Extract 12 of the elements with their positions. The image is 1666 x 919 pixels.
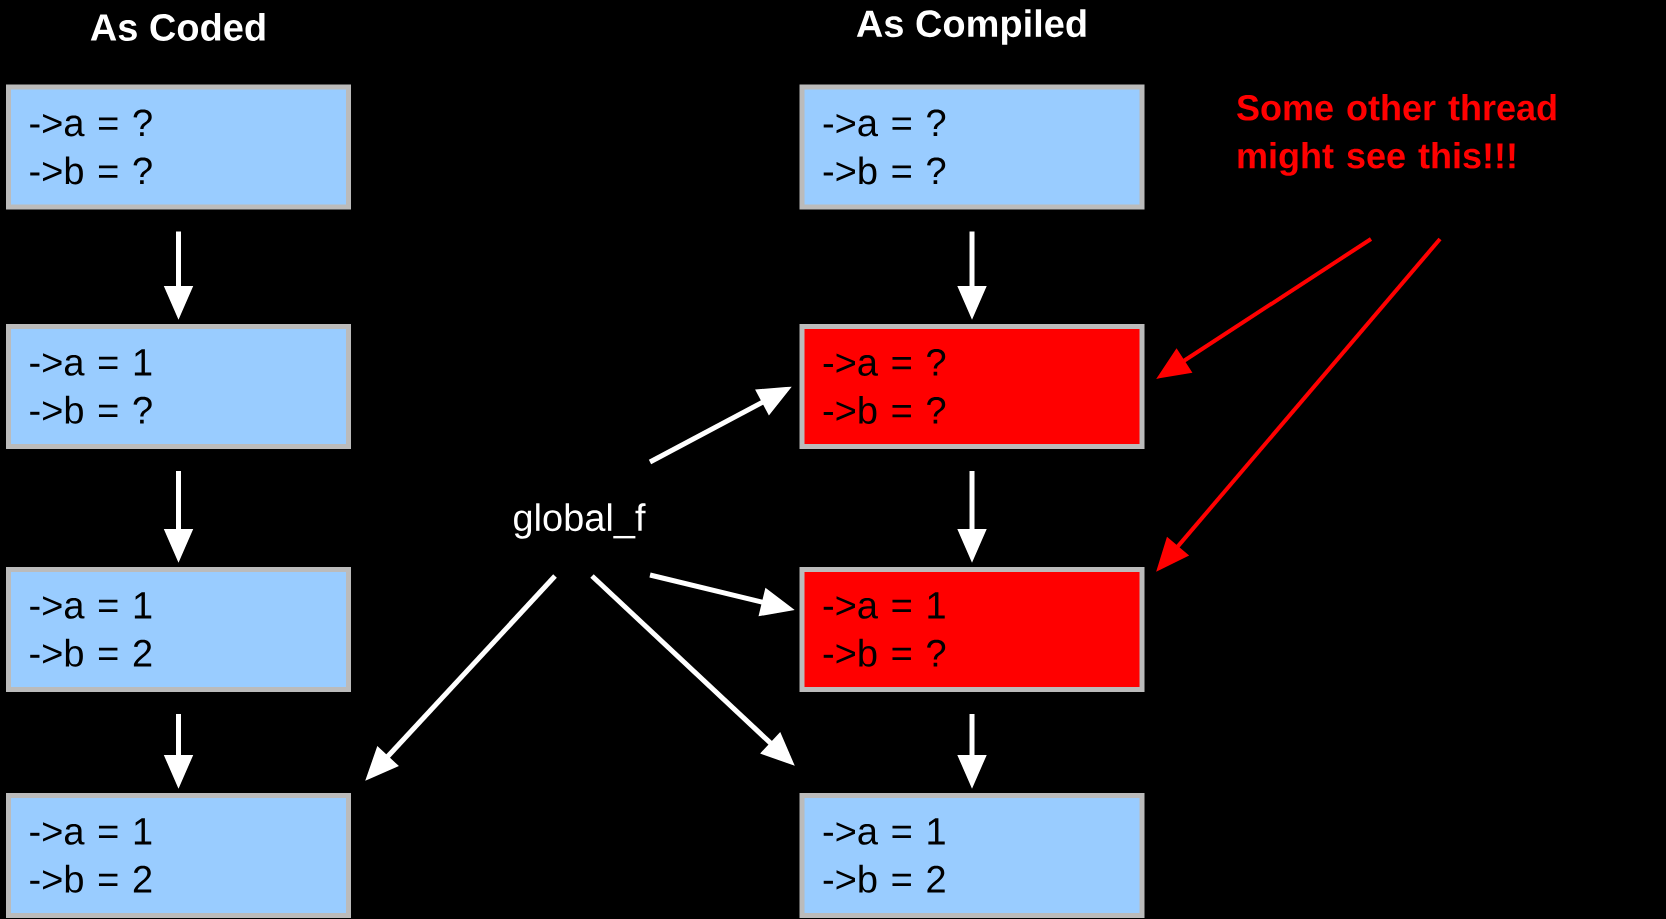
code-box: ->a = 1 ->b = 2: [6, 793, 351, 918]
warning-note: Some other thread might see this!!!: [1237, 94, 1556, 176]
code-box: ->a = 1 ->b = ?: [6, 324, 351, 449]
column-title: As Coded: [90, 13, 265, 41]
code-box: ->a = ? ->b = ?: [6, 84, 351, 210]
code-box: ->a = ? ->b = ?: [799, 84, 1145, 210]
code-box: ->a = 1 ->b = 2: [799, 793, 1145, 918]
code-box: ->a = 1 ->b = 2: [6, 567, 351, 692]
code-box: ->a = ? ->b = ?: [799, 324, 1145, 449]
variable-label: global_f: [514, 503, 646, 539]
column-title: As Compiled: [856, 9, 1086, 45]
code-box: ->a = 1 ->b = ?: [799, 567, 1145, 692]
